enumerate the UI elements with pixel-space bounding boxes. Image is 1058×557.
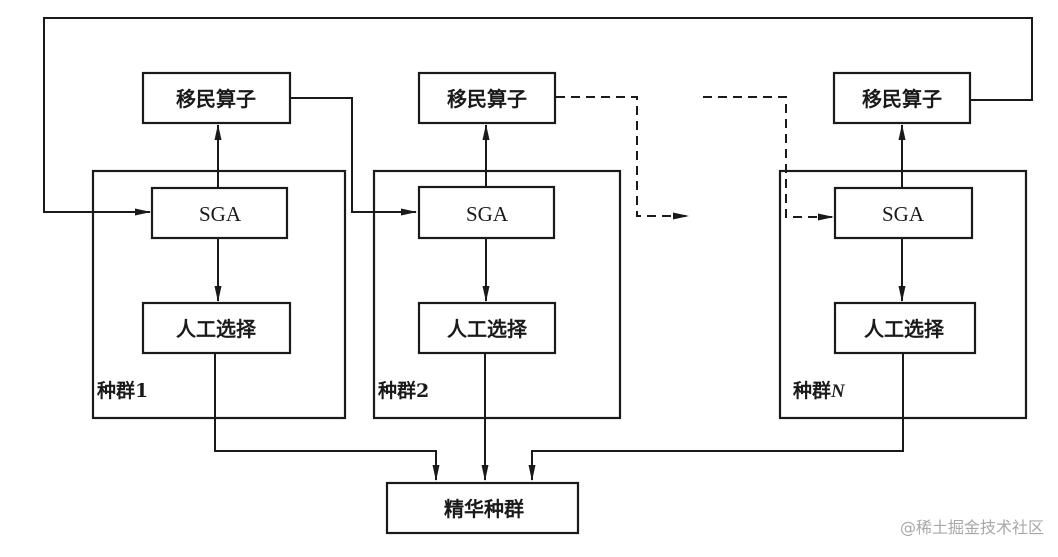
- elite-population: 精华种群: [385, 481, 580, 535]
- migration-operator-n-label: 移民算子: [862, 87, 942, 111]
- migration-operator-2: 移民算子: [417, 71, 557, 125]
- edge-selection-n-to-elite: [528, 353, 904, 481]
- edge-migration-2-to-ellipsis: [556, 96, 689, 220]
- edge-migration-1-to-sga-2: [290, 97, 417, 216]
- migration-operator-n: 移民算子: [832, 71, 972, 125]
- sga-n: SGA: [833, 186, 974, 240]
- watermark: @稀土掘金技术社区: [900, 518, 1044, 537]
- artificial-selection-n-label: 人工选择: [864, 317, 945, 341]
- migration-operator-1-label: 移民算子: [176, 87, 256, 111]
- edge-selection-1-to-elite: [214, 353, 440, 481]
- edge-migration-n-to-sga-1: [43, 17, 1033, 216]
- artificial-selection-2: 人工选择: [417, 301, 557, 355]
- artificial-selection-2-label: 人工选择: [447, 317, 528, 341]
- artificial-selection-1: 人工选择: [141, 301, 292, 355]
- migration-operator-2-label: 移民算子: [447, 87, 527, 111]
- sga-1: SGA: [150, 186, 289, 240]
- elite-population-label: 精华种群: [444, 497, 524, 521]
- population-n-label-prefix: 种群: [792, 379, 831, 402]
- artificial-selection-n: 人工选择: [833, 301, 977, 355]
- sga-2-label: SGA: [466, 202, 509, 226]
- migration-operator-1: 移民算子: [141, 71, 292, 125]
- sga-n-label: SGA: [882, 202, 925, 226]
- edge-ellipsis-to-sga-n: [703, 96, 834, 221]
- population-n-label-suffix: N: [830, 381, 846, 402]
- sga-2: SGA: [417, 185, 556, 240]
- artificial-selection-1-label: 人工选择: [176, 317, 257, 341]
- sga-1-label: SGA: [199, 202, 242, 226]
- population-n-label: 种群N: [792, 379, 846, 402]
- population-2-label: 种群2: [377, 379, 429, 402]
- population-1-label: 种群1: [96, 379, 148, 402]
- population-2-frame: [372, 169, 622, 420]
